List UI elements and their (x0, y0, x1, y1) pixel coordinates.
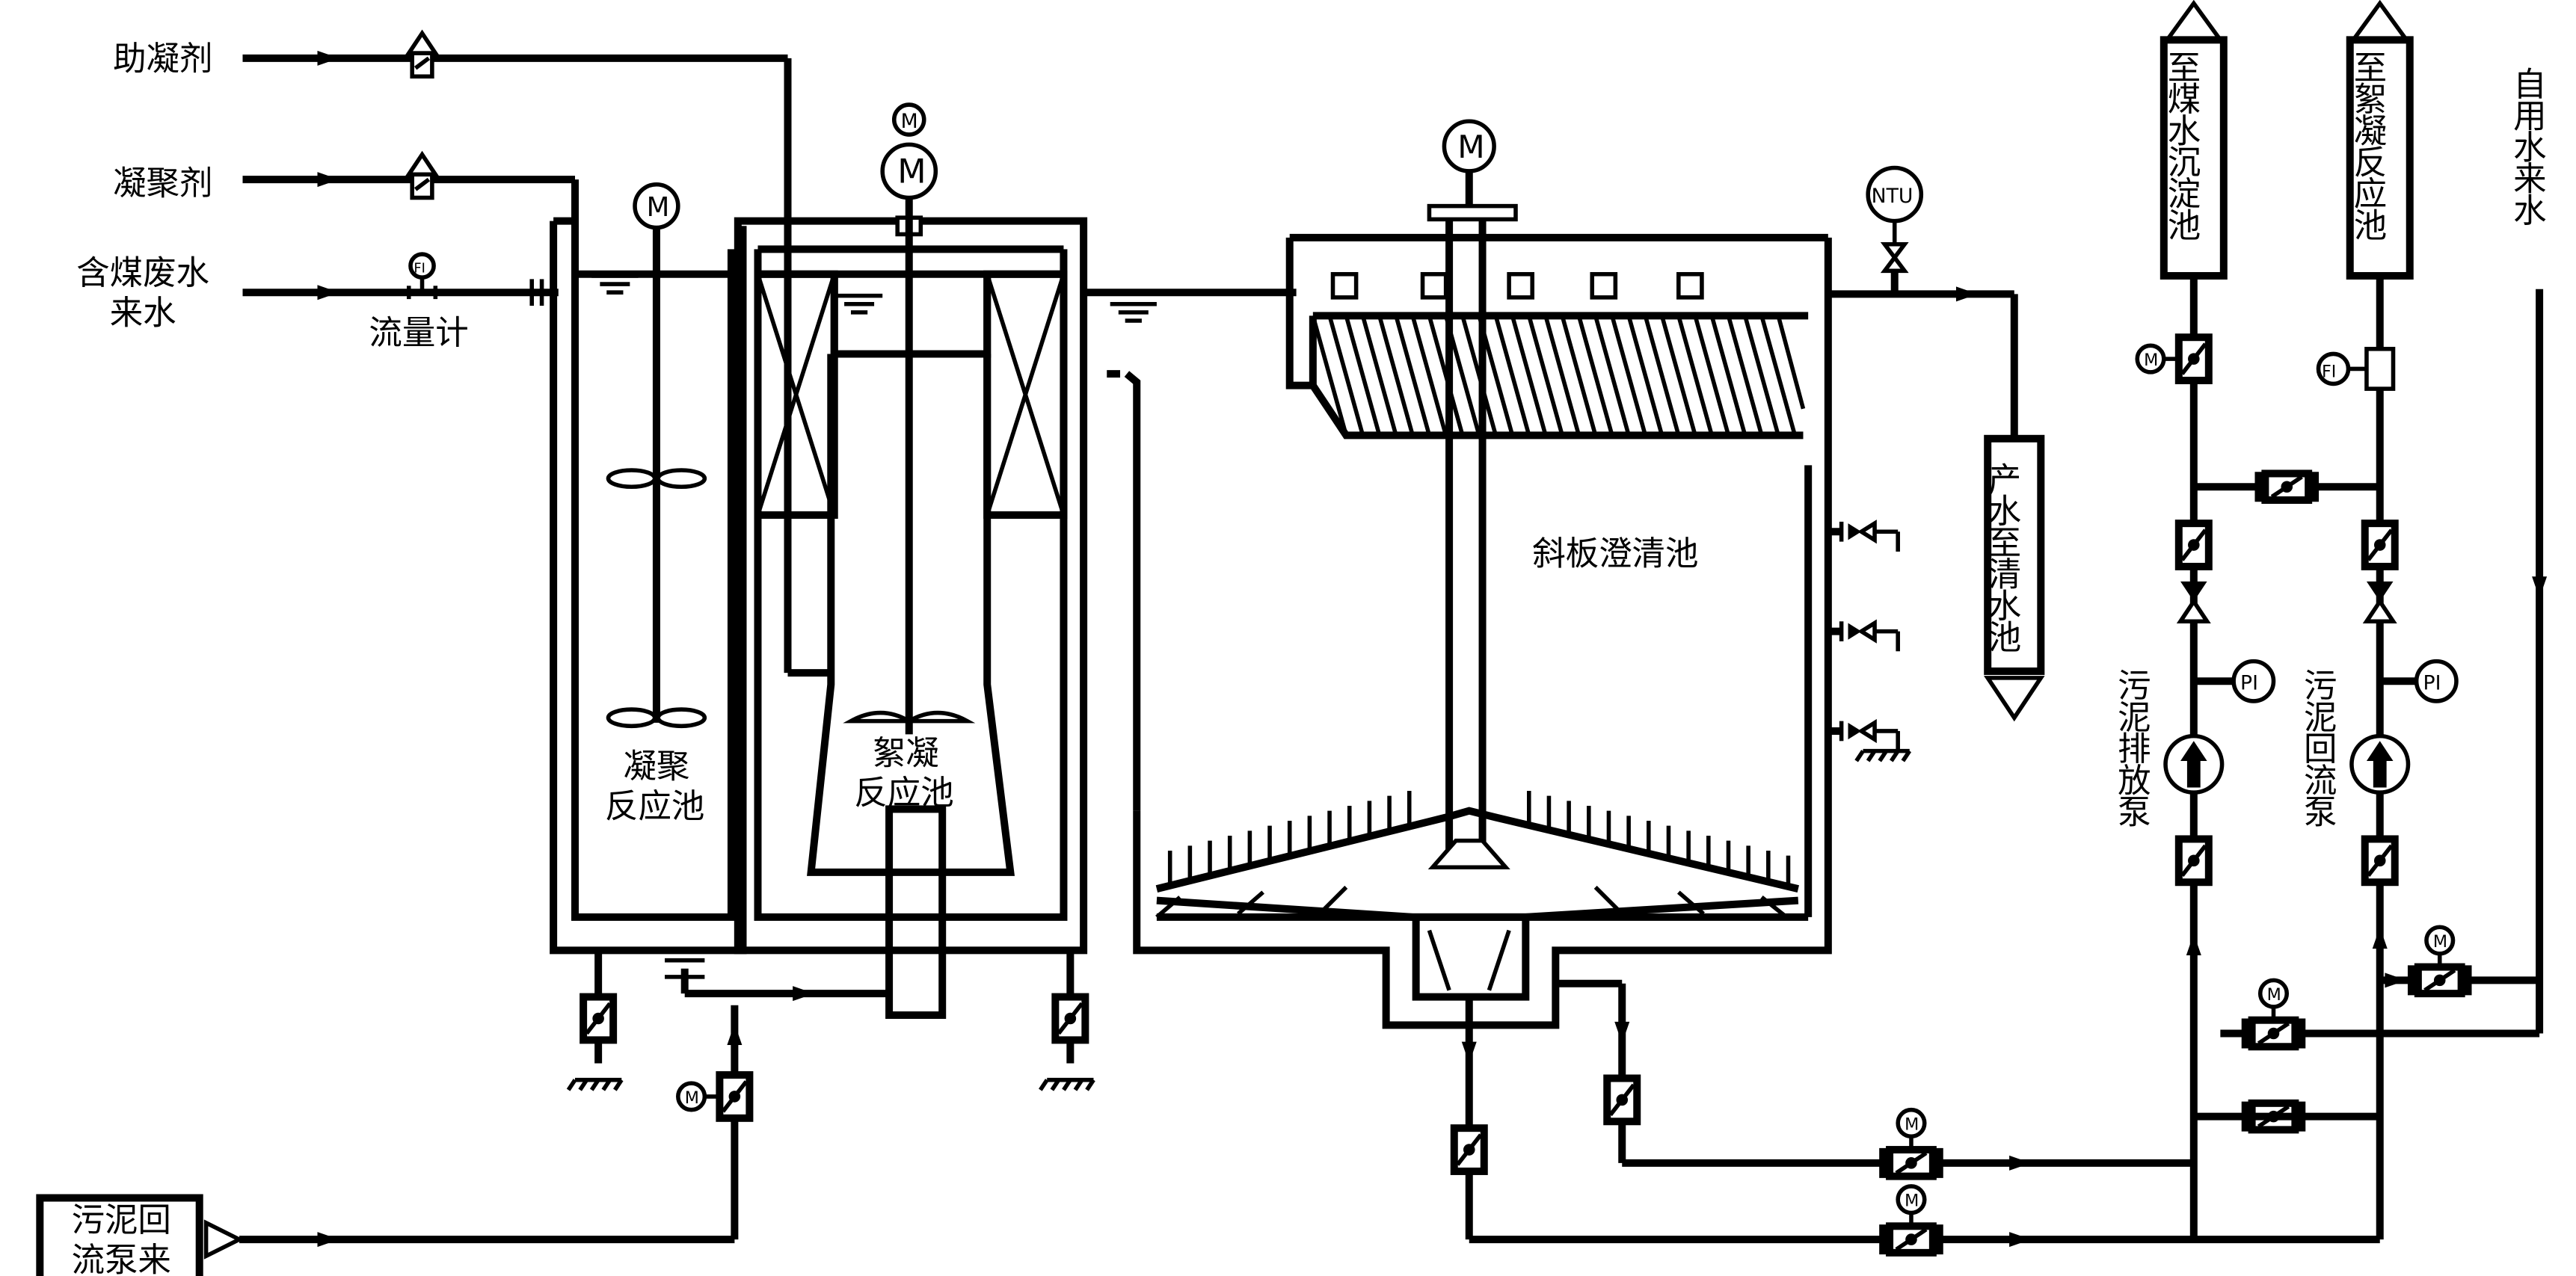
motor-tag: M (1905, 1115, 1919, 1134)
sludge-return-pump-train: FI PI 污泥回流泵 (2298, 275, 2459, 1240)
flocculation-tank: M M 絮凝 反应池 (734, 102, 1094, 1090)
motor-tag: M (1457, 129, 1484, 165)
flowmeter-instrument-tag: FI (414, 261, 425, 277)
motor-icon: M (1896, 1184, 1927, 1215)
motor-icon: M (1442, 119, 1496, 173)
flowmeter-icon[interactable]: FI (406, 252, 438, 300)
pressure-tag: PI (2240, 671, 2258, 694)
to-sedimentation-label: 至煤水沉淀池 (2162, 50, 2200, 240)
motor-tag: M (2433, 932, 2447, 952)
service-water-label: 自用水来水 (2507, 67, 2545, 225)
flow-indicator-tag: FI (2322, 363, 2336, 382)
return-pump-label: 污泥回流泵 (2298, 668, 2336, 827)
motor-tag: M (685, 1088, 699, 1108)
to-flocculation-label: 至絮凝反应池 (2347, 50, 2385, 240)
motor-tag: M (2267, 985, 2281, 1005)
raw-water-label-2: 来水 (110, 294, 176, 332)
motor-tag: M (897, 153, 926, 191)
pressure-tag: PI (2423, 671, 2441, 694)
coagulant-label: 凝聚剂 (113, 164, 212, 203)
outlet-to-flocculation: 至絮凝反应池 (2346, 0, 2414, 280)
pump-icon[interactable] (2349, 733, 2411, 795)
raw-water-label-1: 含煤废水 (76, 254, 209, 292)
raw-water-line: 含煤废水 来水 FI 流量计 (76, 252, 559, 352)
sludge-discharge-pump-train: M PI 污泥排放泵 (2112, 275, 2276, 1240)
discharge-pump-label: 污泥排放泵 (2112, 668, 2150, 827)
coagulant-aid-label: 助凝剂 (113, 40, 212, 78)
inclined-plate-clarifier: M 斜板澄清池 (1133, 119, 1910, 1029)
motor-tag: M (2144, 351, 2158, 370)
outlet-to-sedimentation: 至煤水沉淀池 (2160, 0, 2228, 280)
motor-tag: M (901, 110, 918, 133)
sludge-return-inlet: 污泥回 流泵来 M (36, 958, 890, 1276)
motor-icon: M (2424, 925, 2456, 956)
impeller-icon (606, 468, 707, 729)
impeller-icon (843, 710, 976, 724)
coagulant-aid-line: 助凝剂 (113, 29, 831, 677)
motor-icon: M (633, 182, 680, 230)
sludge-return-label-2: 流泵来 (72, 1241, 171, 1276)
motor-icon: M (880, 142, 938, 200)
flocculation-tank-label-1: 絮凝 (873, 734, 939, 772)
motor-icon: M (676, 1081, 707, 1112)
flowmeter-label: 流量计 (369, 314, 468, 352)
dosing-valve-icon[interactable] (405, 150, 440, 200)
inclined-plates (1311, 315, 1806, 437)
dosing-valve-icon[interactable] (405, 29, 440, 79)
sludge-scraper (1155, 790, 1799, 921)
flow-indicator-icon[interactable]: FI (2316, 346, 2396, 391)
motor-tag: M (1905, 1192, 1919, 1211)
coagulation-tank: M 凝聚 反应池 (550, 182, 747, 1090)
turbidity-meter-icon[interactable]: NTU (1866, 165, 1924, 224)
sludge-return-label-1: 污泥回 (72, 1201, 171, 1239)
motor-icon: M (1896, 1107, 1927, 1139)
coagulation-tank-label-1: 凝聚 (623, 748, 689, 786)
turbidity-tag: NTU (1872, 185, 1913, 208)
collector-slot (1330, 271, 1704, 300)
coagulant-line: 凝聚剂 (113, 150, 580, 250)
coagulation-tank-label-2: 反应池 (605, 788, 704, 826)
motor-tag: M (647, 192, 670, 223)
motor-icon: M (891, 102, 926, 137)
product-water-label: 产水至清水池 (1982, 462, 2020, 652)
clarifier-label: 斜板澄清池 (1532, 535, 1698, 573)
motor-icon: M (2257, 978, 2290, 1009)
motor-icon: M (2135, 343, 2166, 375)
pump-icon[interactable] (2163, 733, 2225, 795)
product-water-outlet: NTU 产水至清水池 (1828, 165, 2045, 722)
pressure-gauge-icon[interactable]: PI (2231, 659, 2276, 703)
pressure-gauge-icon[interactable]: PI (2414, 659, 2459, 703)
